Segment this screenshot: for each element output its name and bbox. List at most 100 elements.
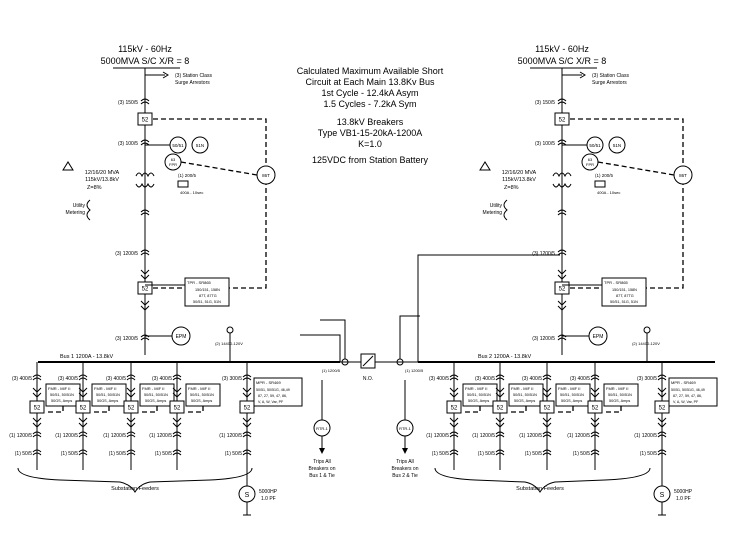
feeder-4-ct-top: (3) 400/5 bbox=[152, 376, 172, 382]
metering-right-l2: Metering bbox=[483, 210, 503, 216]
feeder-7-breaker-label: 52 bbox=[544, 406, 551, 412]
feeder-5-ct-mid: (1) 1200/5 bbox=[426, 433, 449, 439]
feeder-3-ct-gs-symbol bbox=[126, 449, 136, 456]
delta-left-icon bbox=[62, 161, 74, 171]
trips-left-l2: Breakers on bbox=[309, 466, 336, 472]
feeder-2-ct-top: (3) 400/5 bbox=[58, 376, 78, 382]
feeder-2-breaker-label: 52 bbox=[80, 406, 87, 412]
note-dc: 125VDC from Station Battery bbox=[312, 155, 429, 165]
svg-text:MPR - SR469: MPR - SR469 bbox=[671, 380, 696, 385]
feeder-3-ct-gs: (1) 50/5 bbox=[109, 451, 126, 457]
feeder-5-ct-gs: (1) 50/5 bbox=[432, 451, 449, 457]
ct-right-1505-symbol bbox=[557, 98, 567, 105]
note-calc3: 1st Cycle - 12.4kA Asym bbox=[321, 88, 418, 98]
ct-left-1005: (3) 100/5 bbox=[118, 141, 138, 147]
svg-text:TPR - SR865: TPR - SR865 bbox=[604, 280, 629, 285]
feeder-6-ct-top: (3) 400/5 bbox=[475, 376, 495, 382]
trips-left-l1: Trips All bbox=[313, 459, 331, 465]
breaker-left-hv: 52 bbox=[137, 112, 153, 126]
trips-right-l1: Trips All bbox=[396, 459, 414, 465]
feeder-4-ct-mid-symbol bbox=[172, 431, 182, 438]
svg-text:50/51, 51G, 51N: 50/51, 51G, 51N bbox=[193, 300, 221, 304]
svg-text:FMR - MIF II: FMR - MIF II bbox=[511, 386, 533, 391]
ct-left-12005b: (3) 1200/5 bbox=[115, 336, 138, 342]
xfmr-left-l1: 12/16/20 MVA bbox=[85, 170, 120, 176]
ct-right-1005-symbol bbox=[557, 139, 567, 146]
feeder-7-ct-gs-symbol bbox=[542, 449, 552, 456]
xfmr-right-l3: Z=8% bbox=[504, 185, 519, 191]
svg-text:50GS, Amps: 50GS, Amps bbox=[609, 399, 630, 403]
motor-left-l2: 1.0 PF bbox=[261, 496, 276, 502]
svg-text:150/151, 158N: 150/151, 158N bbox=[195, 288, 220, 292]
motor-left-breaker: 52 bbox=[239, 400, 255, 414]
svg-text:50/51, 50/51N: 50/51, 50/51N bbox=[467, 393, 491, 397]
svg-text:87, 27, 59, 47, 86,: 87, 27, 59, 47, 86, bbox=[258, 394, 287, 398]
feeder-2-breaker: 52 bbox=[75, 400, 91, 414]
feeder-7-ct-top: (3) 400/5 bbox=[522, 376, 542, 382]
feeder-8-ct-mid-symbol bbox=[590, 431, 600, 438]
svg-text:EPM: EPM bbox=[593, 334, 604, 340]
arrester-right-l2: Surge Arrestors bbox=[592, 80, 627, 86]
feeder-7-breaker: 52 bbox=[539, 400, 555, 414]
ct-right-12005b: (3) 1200/5 bbox=[532, 336, 555, 342]
ct-right-1005: (3) 100/5 bbox=[535, 141, 555, 147]
feeder-3-ct-mid: (1) 1200/5 bbox=[103, 433, 126, 439]
svg-text:FMR - MIF II: FMR - MIF II bbox=[606, 386, 628, 391]
feeder-4-breaker-label: 52 bbox=[174, 406, 181, 412]
svg-text:50GS, Amps: 50GS, Amps bbox=[97, 399, 118, 403]
feeder-bay-2: (3) 400/5 52 (1) 1200/5 (1) 50/5 FMR - MIF I… bbox=[55, 362, 127, 470]
motor-right-l1: 5000HP bbox=[674, 489, 693, 495]
relay-right-51n bbox=[608, 136, 626, 154]
feeder-8-breaker-label: 52 bbox=[592, 406, 599, 412]
feeder-8-ct-top-symbol bbox=[590, 374, 600, 381]
breaker-left-main-label: 52 bbox=[142, 287, 149, 293]
feeders-brace-right bbox=[434, 467, 651, 493]
trips-right-l2: Breakers on bbox=[392, 466, 419, 472]
motor-right-ct-top: (3) 300/5 bbox=[637, 376, 657, 382]
svg-text:50/51, 50/51N: 50/51, 50/51N bbox=[513, 393, 537, 397]
ct-right-2005: (1) 200/5 bbox=[595, 173, 614, 178]
breaker-right-hv: 52 bbox=[554, 112, 570, 126]
source-left-line1: 115kV - 60Hz bbox=[118, 44, 172, 54]
feeders-brace-left bbox=[17, 467, 253, 493]
svg-text:50/51, 50/51G, 46,49: 50/51, 50/51G, 46,49 bbox=[256, 388, 290, 392]
feeder-8-ct-gs: (1) 50/5 bbox=[573, 451, 590, 457]
ngr-right bbox=[594, 180, 606, 188]
motor-left-symbol: S bbox=[245, 492, 250, 499]
xfmr-left-l2: 115kV/13.8kV bbox=[85, 177, 119, 183]
arrester-right-l1: (3) Station Class bbox=[592, 73, 629, 79]
svg-text:50GS, Amps: 50GS, Amps bbox=[514, 399, 535, 403]
ngr-left bbox=[177, 180, 189, 188]
note-brk3: K=1.0 bbox=[358, 139, 382, 149]
vt-right-label: (2) 14400-120V bbox=[632, 341, 660, 346]
svg-text:63: 63 bbox=[588, 157, 593, 162]
feeder-6-ct-mid-symbol bbox=[495, 431, 505, 438]
svg-text:86T: 86T bbox=[262, 173, 270, 178]
feeder-2-ct-gs: (1) 50/5 bbox=[61, 451, 78, 457]
feeder-5-ct-top-symbol bbox=[449, 374, 459, 381]
feeder-4-ct-gs-symbol bbox=[172, 449, 182, 456]
svg-text:50/51: 50/51 bbox=[172, 143, 184, 148]
feeder-1-ct-gs: (1) 50/5 bbox=[15, 451, 32, 457]
svg-text:FPR: FPR bbox=[586, 162, 594, 167]
ct-right-12005-symbol bbox=[557, 249, 567, 256]
feeder-5-ct-top: (3) 400/5 bbox=[429, 376, 449, 382]
svg-text:FPR: FPR bbox=[169, 162, 177, 167]
motor-right-symbol: S bbox=[660, 492, 665, 499]
breaker-right-hv-label: 52 bbox=[559, 118, 566, 124]
ct-left-1005-symbol bbox=[140, 139, 150, 146]
svg-text:FMR - MIF II: FMR - MIF II bbox=[94, 386, 116, 391]
feeder-5-breaker-label: 52 bbox=[451, 406, 458, 412]
vt-left-label: (2) 14400-120V bbox=[215, 341, 243, 346]
svg-text:50/51, 50/51G, 46,49: 50/51, 50/51G, 46,49 bbox=[671, 388, 705, 392]
arrester-left-l1: (3) Station Class bbox=[175, 73, 212, 79]
motor-right-breaker: 52 bbox=[654, 400, 670, 414]
metering-left-l2: Metering bbox=[66, 210, 86, 216]
